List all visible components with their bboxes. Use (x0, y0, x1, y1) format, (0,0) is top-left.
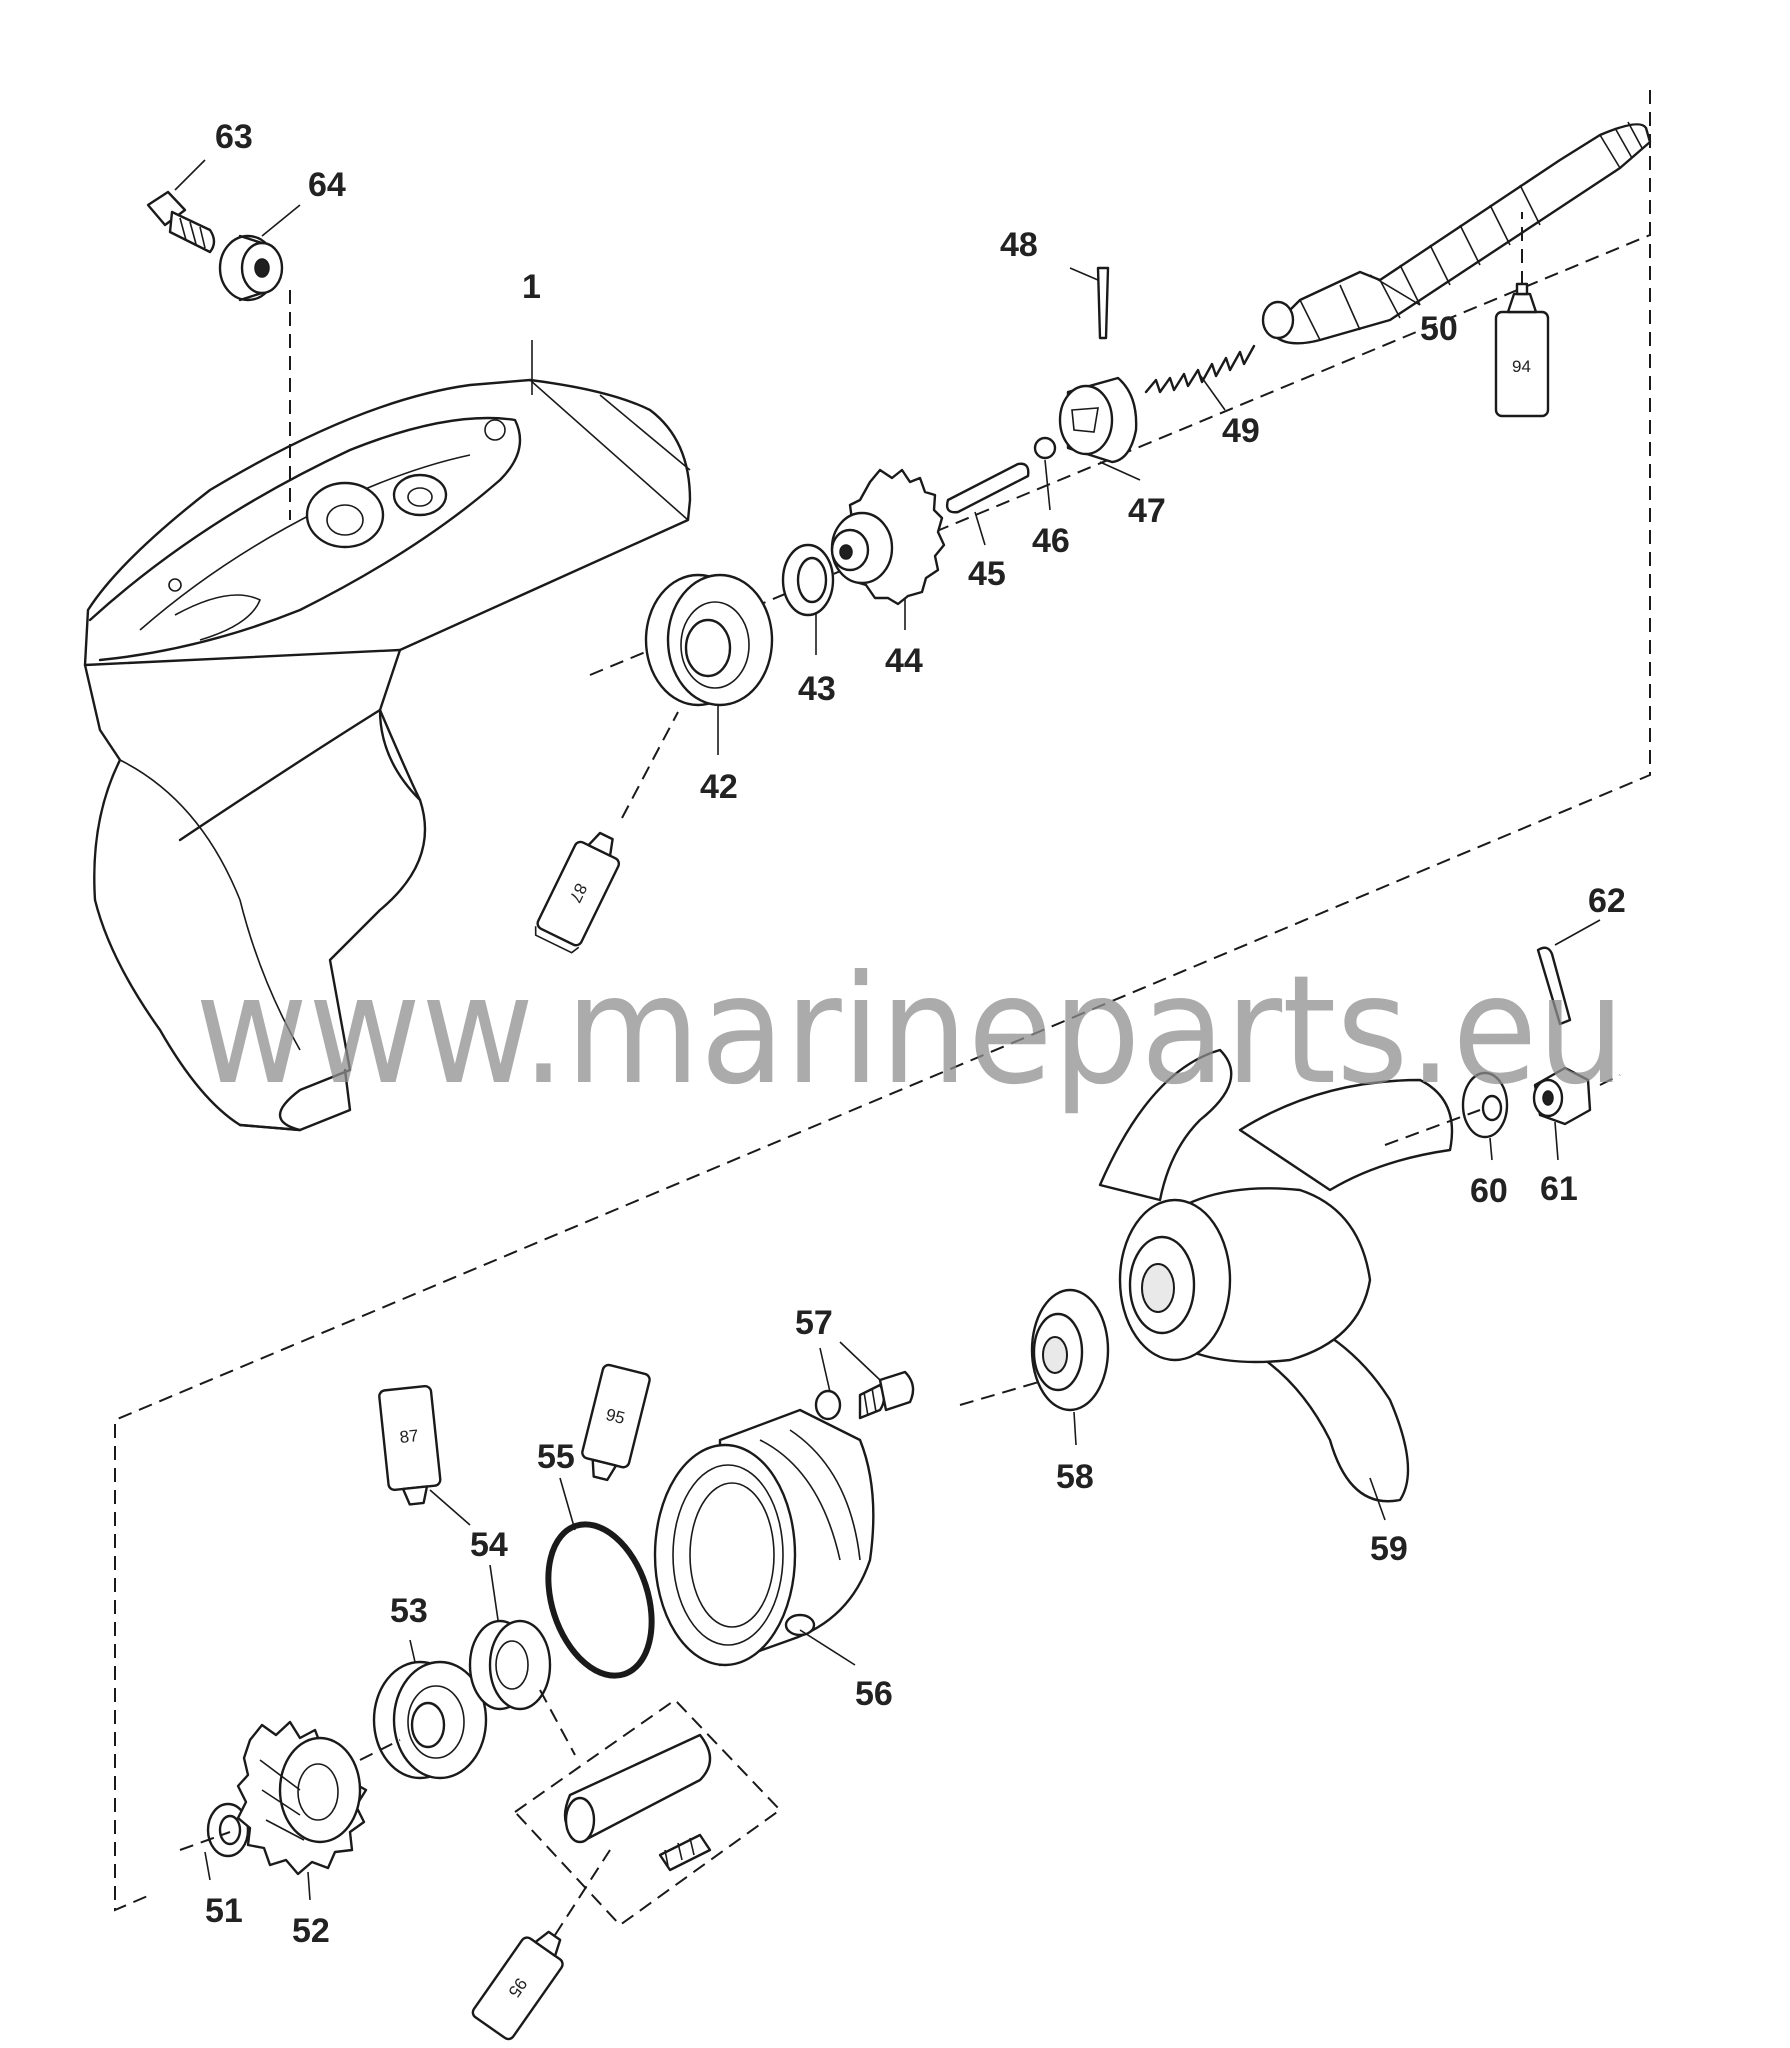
label-62: 62 (1588, 882, 1626, 920)
nut-61 (1532, 1066, 1592, 1126)
watermark-text: www.marineparts.eu (195, 944, 1625, 1118)
leader-tube-87-upper (621, 711, 679, 819)
leader-tube-95-lower (554, 1849, 611, 1936)
shaft-45 (945, 462, 1030, 514)
label-47: 47 (1128, 492, 1166, 530)
o-ring-55 (545, 1521, 655, 1679)
pin-48 (1096, 266, 1110, 340)
leader-inset-arrow (539, 1689, 576, 1756)
label-55: 55 (537, 1438, 575, 1476)
label-51: 51 (205, 1892, 243, 1930)
bearing-53 (372, 1660, 488, 1780)
centre-lines (179, 1074, 1621, 1851)
lubricant-tube-95-lower: 95 (471, 1930, 564, 2041)
label-43: 43 (798, 670, 836, 708)
bolt-63 (146, 190, 216, 254)
leader-lines (174, 159, 1601, 1901)
label-50: 50 (1420, 310, 1458, 348)
label-61: 61 (1540, 1170, 1578, 1208)
clutch-47 (1058, 376, 1138, 464)
label-45: 45 (968, 555, 1006, 593)
label-44: 44 (885, 642, 923, 680)
label-54: 54 (470, 1526, 508, 1564)
shim-43 (781, 543, 835, 617)
bevel-gear-52 (236, 1720, 368, 1876)
label-49: 49 (1222, 412, 1260, 450)
bearing-54 (468, 1619, 552, 1711)
roller-set-inset (513, 1698, 782, 1927)
gear-housing (83, 378, 692, 1132)
bearing-42 (644, 573, 774, 707)
label-53: 53 (390, 1592, 428, 1630)
label-64: 64 (308, 166, 346, 204)
bearing-carrier-56 (653, 1408, 875, 1667)
label-48: 48 (1000, 226, 1038, 264)
spring-49 (1144, 344, 1256, 394)
washer-60 (1461, 1071, 1509, 1139)
label-52: 52 (292, 1912, 330, 1950)
lubricant-tube-87-upper: 87 (534, 831, 621, 954)
gear-44 (830, 468, 946, 606)
tube-label-95-upper: 95 (604, 1405, 627, 1428)
lubricant-tube-87-lower: 87 (378, 1384, 442, 1506)
lubricant-tube-95-upper: 95 (581, 1363, 651, 1482)
label-46: 46 (1032, 522, 1070, 560)
tube-label-94: 94 (1512, 357, 1531, 376)
label-42: 42 (700, 768, 738, 806)
bolt-57 (814, 1370, 915, 1421)
label-57: 57 (795, 1304, 833, 1342)
propeller-59 (1098, 1048, 1454, 1503)
ball-46 (1033, 436, 1057, 460)
cotter-pin-62 (1536, 946, 1572, 1026)
label-58: 58 (1056, 1458, 1094, 1496)
label-60: 60 (1470, 1172, 1508, 1210)
label-59: 59 (1370, 1530, 1408, 1568)
bearing-64 (218, 234, 284, 302)
tube-label-87-lower: 87 (399, 1426, 420, 1447)
propeller-shaft-50 (1261, 121, 1652, 345)
thrust-hub-58 (1030, 1288, 1110, 1412)
part-number-labels: 1 42 43 44 45 46 47 48 49 50 51 52 53 54… (205, 118, 1626, 1950)
label-63: 63 (215, 118, 253, 156)
label-1: 1 (522, 268, 541, 306)
label-56: 56 (855, 1675, 893, 1713)
lubricant-tube-94: 94 (1494, 282, 1550, 418)
